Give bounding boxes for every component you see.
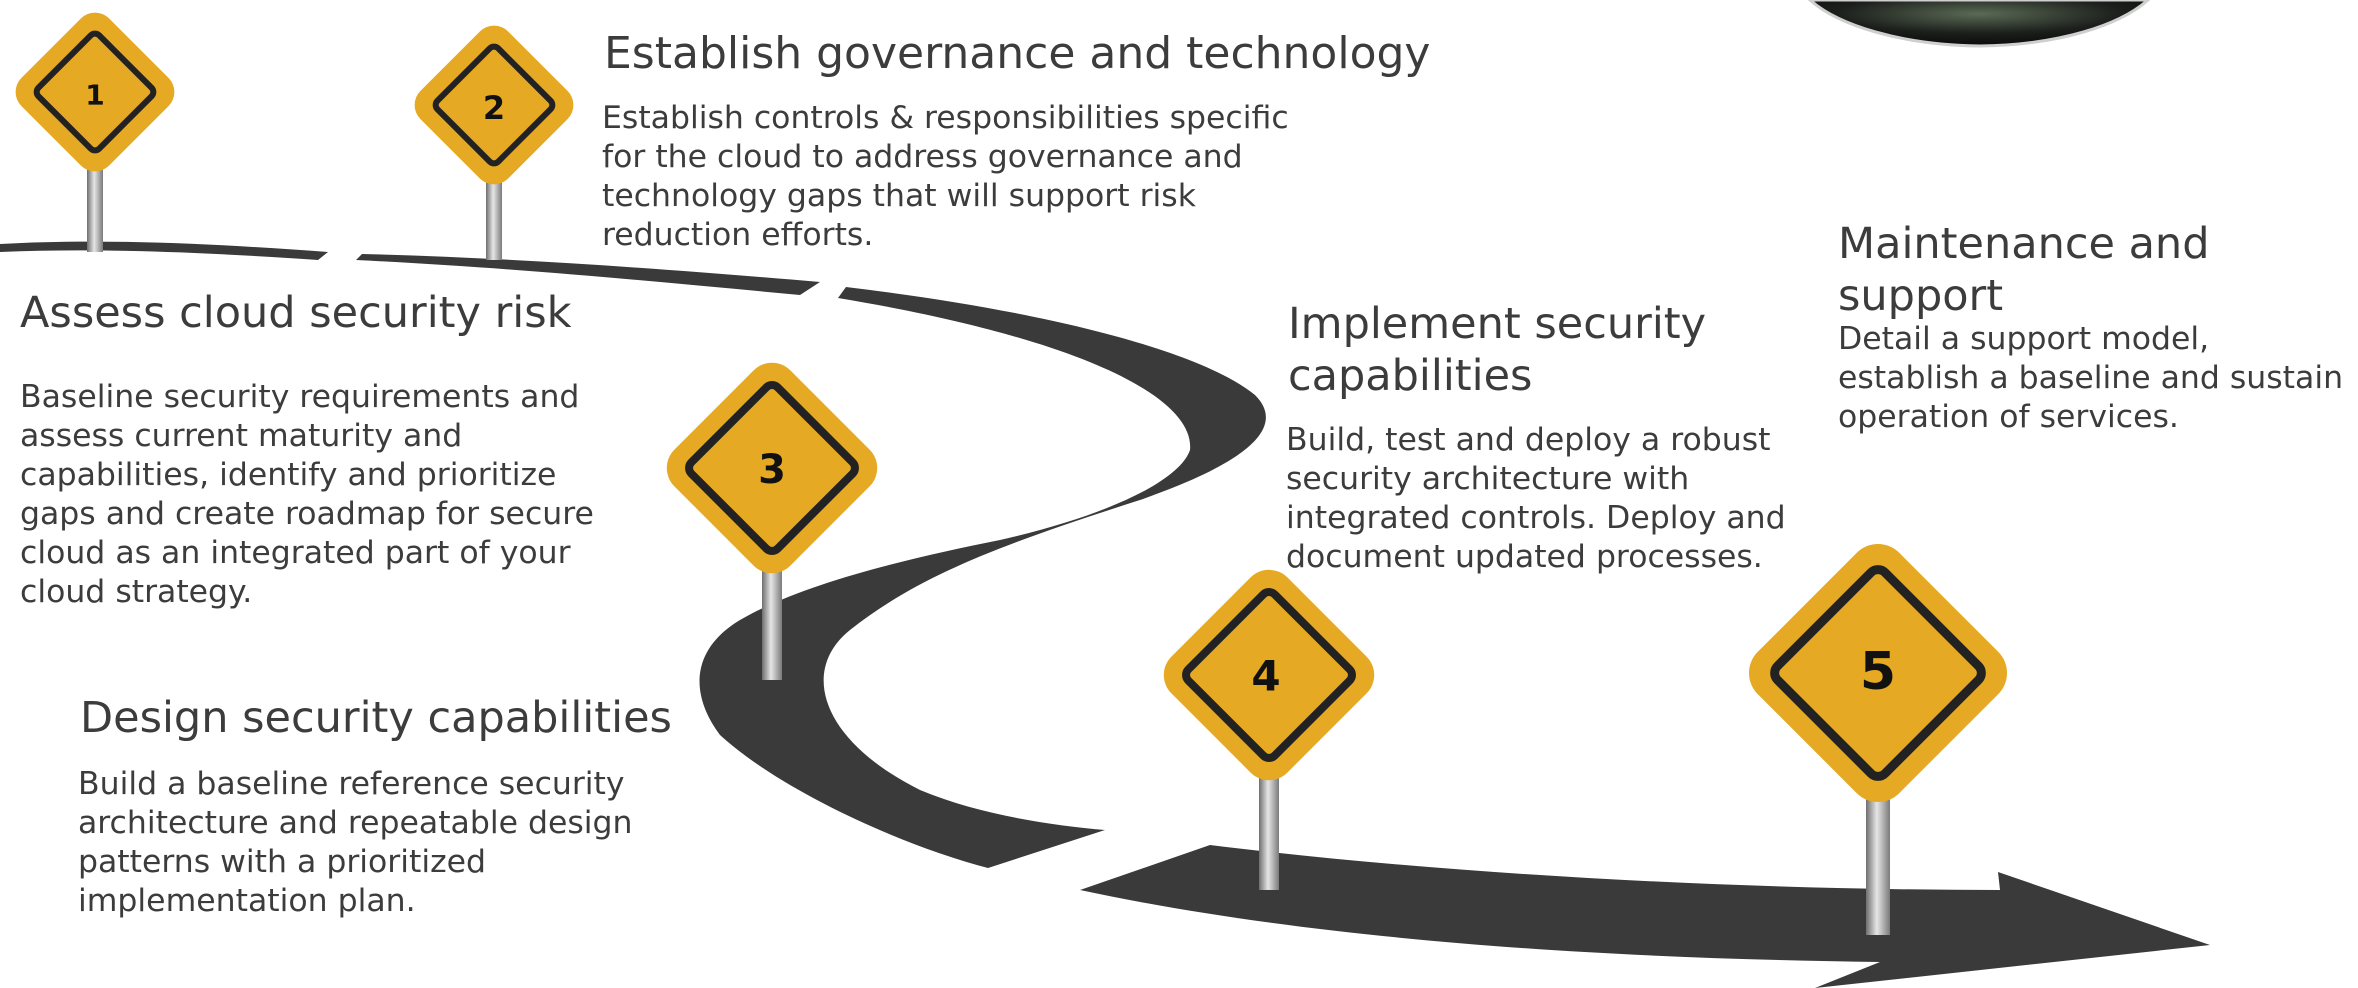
step-2-title: Establish governance and technology [604,28,1431,79]
sign-number-5: 5 [1859,642,1897,702]
step-1-description: Baseline security requirements and asses… [20,379,594,611]
sign-post-3 [762,550,782,680]
sign-2 [414,25,574,185]
sign-4 [1163,569,1375,781]
sign-number-4: 4 [1251,651,1281,701]
step-4-description: Build, test and deploy a robust security… [1286,422,1786,576]
road-arrow [1080,845,2210,988]
dark-circle-image [1807,0,2151,48]
step-3-title: Design security capabilities [80,693,672,743]
step-5-title: Maintenance and support [1838,219,2210,322]
step-2-description: Establish controls & responsibilities sp… [602,100,1289,254]
road [0,241,2210,988]
step-4-title: Implement security capabilities [1288,299,1707,402]
sign-post-5 [1866,780,1890,935]
step-1-title: Assess cloud security risk [20,288,572,338]
road-segment-2 [356,254,820,295]
sign-post-2 [486,168,502,260]
sign-5 [1749,544,2007,802]
step-3-description: Build a baseline reference security arch… [78,766,633,920]
sign-1 [15,12,175,172]
sign-3 [666,362,878,574]
sign-number-2: 2 [482,89,506,127]
road-segment-1 [0,241,328,260]
signs [15,12,2007,802]
step-5-description: Detail a support model, establish a base… [1838,321,2344,436]
sign-post-1 [87,155,103,252]
sign-post-4 [1259,760,1279,890]
sign-number-3: 3 [758,447,786,493]
sign-posts [87,155,1890,935]
sign-number-1: 1 [85,78,105,112]
